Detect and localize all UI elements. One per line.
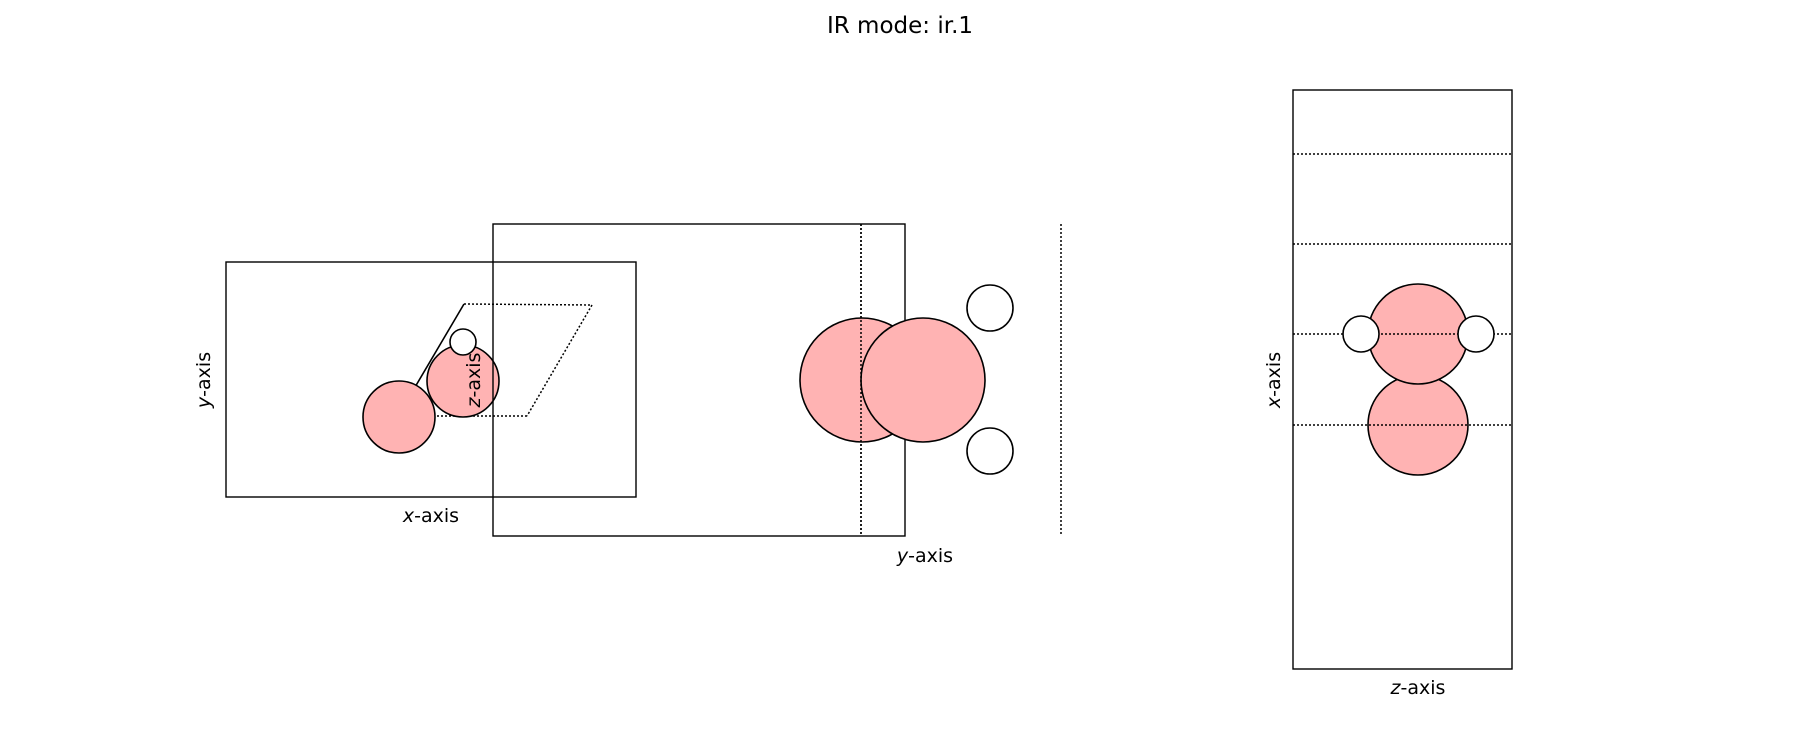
panel-xy-xlabel: x-axis	[402, 505, 459, 527]
panel-zx-ylabel: x-axis	[1263, 352, 1285, 409]
panel-yz-ylabel: z-axis	[463, 353, 485, 409]
cell-edge-c	[526, 304, 593, 417]
hydrogen-atom	[1457, 315, 1495, 353]
figure-title: IR mode: ir.1	[827, 13, 973, 39]
panel-zx-projection: z-axis x-axis	[1263, 89, 1513, 699]
hydrogen-atom	[1342, 315, 1380, 353]
cell-edge-b	[463, 303, 593, 306]
oxygen-atom	[362, 380, 436, 454]
panel-zx-frame	[1292, 89, 1513, 670]
panel-yz-xlabel: y-axis	[896, 545, 953, 567]
oxygen-atom	[860, 317, 986, 443]
panel-xy-ylabel: y-axis	[193, 352, 215, 409]
panel-xy-frame	[225, 261, 637, 498]
panel-xy-projection: x-axis y-axis	[193, 261, 637, 527]
hydrogen-atom	[966, 284, 1014, 332]
panel-yz-projection: y-axis z-axis	[463, 223, 1062, 567]
panel-zx-xlabel: z-axis	[1390, 677, 1446, 699]
hydrogen-atom	[966, 427, 1014, 475]
hydrogen-atom	[449, 328, 477, 356]
